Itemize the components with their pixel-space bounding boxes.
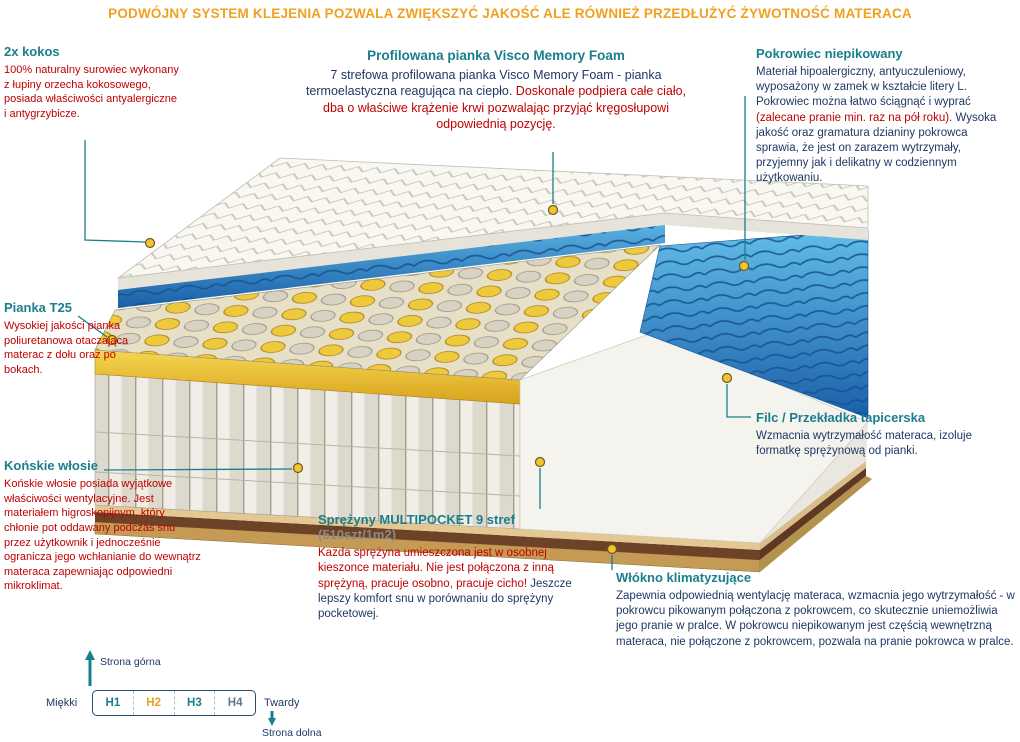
callout-multipocket: Sprężyny MULTIPOCKET 9 stref (510szt/1m2… — [318, 512, 596, 622]
callout-multipocket-title: Sprężyny MULTIPOCKET 9 stref (510szt/1m2… — [318, 512, 515, 542]
callout-lines — [77, 96, 751, 570]
callout-konskie-wlosie: Końskie włosie Końskie włosie posiada wy… — [4, 458, 202, 594]
callout-pokrowiec-body-accent: (zalecane pranie min. raz na pół roku). — [756, 111, 953, 124]
callout-visco: Profilowana pianka Visco Memory Foam 7 s… — [300, 48, 692, 132]
pocket-springs-layer — [94, 244, 661, 530]
callout-multipocket-note: (510szt/1m2) — [318, 527, 397, 542]
callout-pokrowiec-body: Materiał hipoalergiczny, antyuczuleniowy… — [756, 66, 997, 185]
callout-kokos-title: 2x kokos — [4, 44, 60, 59]
callout-konskie-wlosie-body: Końskie włosie posiada wyjątkowe właściw… — [4, 478, 201, 593]
page-title: PODWÓJNY SYSTEM KLEJENIA POZWALA ZWIĘKSZ… — [108, 6, 912, 21]
callout-konskie-wlosie-title: Końskie włosie — [4, 458, 98, 473]
hardness-scale: H1 H2 H3 H4 — [92, 690, 256, 716]
callout-multipocket-body: Każda sprężyna umieszczona jest w osobne… — [318, 546, 596, 622]
callout-multipocket-body-main: Każda sprężyna umieszczona jest w osobne… — [318, 547, 554, 590]
callout-visco-body-main: 7 strefowa profilowana pianka Visco Memo… — [305, 68, 662, 99]
callout-visco-body: 7 strefowa profilowana pianka Visco Memo… — [300, 67, 692, 132]
callout-kokos-body: 100% naturalny surowiec wykonany z łupin… — [4, 64, 179, 120]
callout-filc: Filc / Przekładka tapicerska Wzmacnia wy… — [756, 410, 1013, 459]
callout-pokrowiec-title: Pokrowiec niepikowany — [756, 46, 903, 61]
hardness-level-h2: H2 — [132, 691, 174, 715]
callout-wlokno-title: Włókno klimatyzujące — [616, 570, 752, 585]
callout-pianka-t25-title: Pianka T25 — [4, 300, 72, 315]
cover-layer — [519, 331, 869, 544]
callout-multipocket-body-accent: Jeszcze lepszy komfort snu w porównaniu … — [318, 577, 572, 621]
scale-left-label: Miękki — [46, 697, 78, 709]
callout-visco-body-accent: Doskonale podpiera całe ciało, dba o wła… — [323, 84, 687, 131]
callout-pianka-t25-body: Wysokiej jakości pianka poliuretanowa ot… — [4, 320, 129, 376]
callout-pianka-t25: Pianka T25 Wysokiej jakości pianka poliu… — [4, 300, 154, 378]
hardness-level-h4: H4 — [214, 691, 255, 715]
hardness-level-h3: H3 — [173, 691, 215, 715]
callout-filc-body: Wzmacnia wytrzymałość materaca, izoluje … — [756, 430, 973, 458]
callout-dots — [106, 204, 750, 555]
scale-right-label: Twardy — [264, 697, 300, 709]
hardness-level-h1: H1 — [105, 697, 121, 709]
callout-wlokno-body: Zapewnia odpowiednią wentylację materaca… — [616, 590, 1015, 648]
up-arrow-icon — [85, 650, 95, 686]
callout-pokrowiec: Pokrowiec niepikowany Materiał hipoalerg… — [756, 46, 1013, 186]
zigzag-foam-layer — [116, 157, 869, 290]
callout-visco-title: Profilowana pianka Visco Memory Foam — [367, 48, 625, 63]
callout-kokos: 2x kokos 100% naturalny surowiec wykonan… — [4, 44, 182, 122]
callout-wlokno: Włókno klimatyzujące Zapewnia odpowiedni… — [616, 570, 1015, 650]
scale-bottom-label: Strona dolna — [262, 727, 322, 739]
down-arrow-icon — [268, 711, 276, 726]
scale-top-label: Strona górna — [100, 656, 161, 668]
callout-filc-title: Filc / Przekładka tapicerska — [756, 410, 926, 425]
